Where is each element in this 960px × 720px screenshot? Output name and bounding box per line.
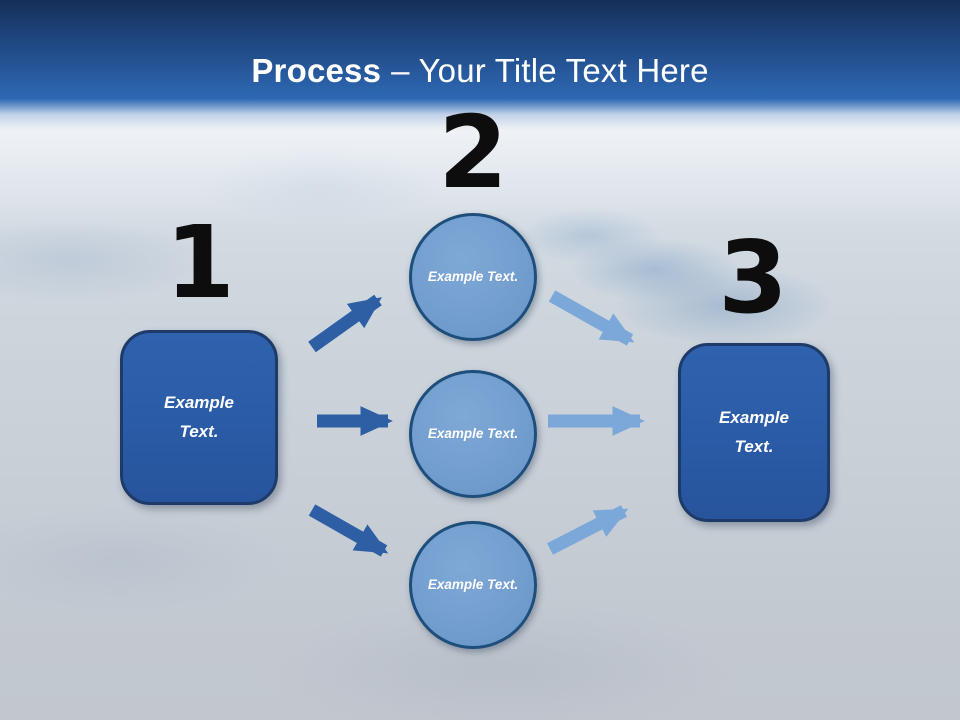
- process-circle-bottom-label: Example Text.: [427, 576, 519, 592]
- left-process-box-label: Example Text.: [164, 393, 234, 441]
- step-number-1: 1: [165, 204, 235, 321]
- title-subtext: – Your Title Text Here: [391, 52, 709, 89]
- step-number-3: 3: [718, 219, 788, 336]
- process-circle-top: Example Text.: [409, 213, 537, 341]
- page-title: Process– Your Title Text Here: [0, 52, 960, 90]
- title-bar: Process– Your Title Text Here: [0, 0, 960, 130]
- process-circle-middle-label: Example Text.: [427, 425, 519, 441]
- right-process-box: Example Text.: [678, 343, 830, 522]
- process-circle-top-label: Example Text.: [427, 268, 519, 284]
- title-emphasis: Process: [251, 52, 382, 89]
- process-circle-middle: Example Text.: [409, 370, 537, 498]
- step-number-2: 2: [438, 94, 508, 211]
- left-process-box: Example Text.: [120, 330, 278, 505]
- process-circle-bottom: Example Text.: [409, 521, 537, 649]
- right-process-box-label: Example Text.: [719, 408, 789, 456]
